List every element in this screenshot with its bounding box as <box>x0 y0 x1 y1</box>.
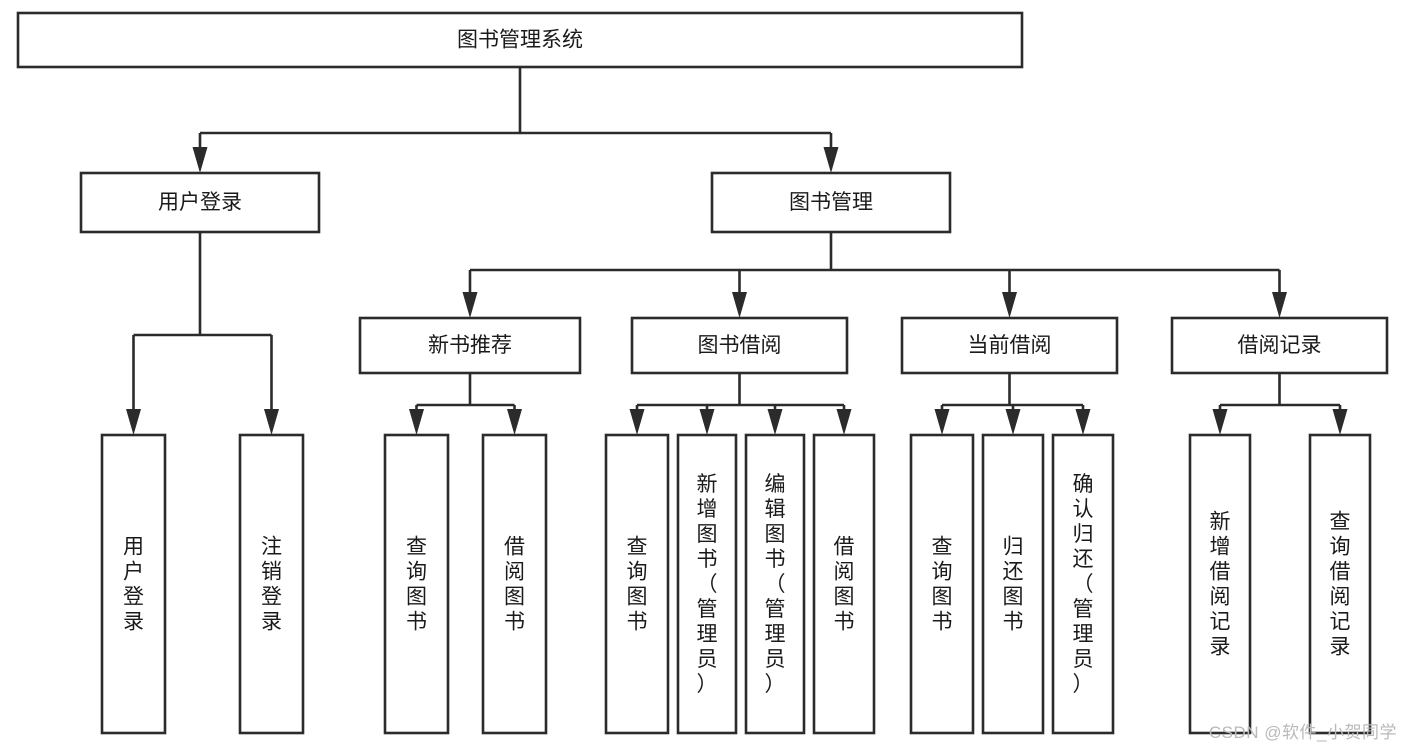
node-box[interactable] <box>604 433 670 735</box>
node-label: 用户登录 <box>123 536 144 634</box>
node-box[interactable] <box>630 316 849 375</box>
node-box[interactable] <box>812 433 876 735</box>
node-box[interactable] <box>79 171 321 234</box>
arrow-head-icon <box>192 147 208 173</box>
connector-group <box>1212 373 1348 435</box>
node-box[interactable] <box>909 433 975 735</box>
node-leaf-query-book-2[interactable]: 查询图书 <box>604 433 670 735</box>
node-label: 用户登录 <box>158 191 242 214</box>
node-root[interactable]: 图书管理系统 <box>16 11 1024 69</box>
node-leaf-user-login[interactable]: 用户登录 <box>100 433 167 735</box>
node-box[interactable] <box>1170 316 1389 375</box>
node-leaf-confirm-return[interactable]: 确认归还（管理员） <box>1051 433 1115 735</box>
node-borrow-record[interactable]: 借阅记录 <box>1170 316 1389 375</box>
arrow-head-icon <box>836 409 852 435</box>
arrow-head-icon <box>1272 292 1287 318</box>
connectors-layer <box>126 67 1348 435</box>
arrow-head-icon <box>823 147 839 173</box>
node-label: 查询借阅记录 <box>1330 511 1351 659</box>
watermark-text: CSDN @软件_小贺同学 <box>1208 723 1397 742</box>
node-label: 查询图书 <box>406 536 427 634</box>
node-current-borrow[interactable]: 当前借阅 <box>900 316 1119 375</box>
arrow-head-icon <box>699 409 715 435</box>
node-box[interactable] <box>238 433 305 735</box>
node-label: 确认归还（管理员） <box>1073 473 1094 696</box>
node-box[interactable] <box>1308 433 1372 735</box>
node-label: 归还图书 <box>1003 536 1024 634</box>
connector-group <box>126 232 279 435</box>
node-label: 图书管理 <box>789 191 873 214</box>
connector-group <box>934 373 1091 435</box>
node-label: 图书管理系统 <box>457 29 583 52</box>
node-label: 查询图书 <box>932 536 953 634</box>
node-book-borrow[interactable]: 图书借阅 <box>630 316 849 375</box>
node-label: 新增借阅记录 <box>1210 511 1231 659</box>
arrow-head-icon <box>1005 409 1021 435</box>
node-new-book-rec[interactable]: 新书推荐 <box>358 316 582 375</box>
node-leaf-add-book[interactable]: 新增图书（管理员） <box>676 433 738 735</box>
connector-group <box>629 373 852 435</box>
node-box[interactable] <box>744 433 806 735</box>
node-box[interactable] <box>676 433 738 735</box>
node-user-login[interactable]: 用户登录 <box>79 171 321 234</box>
node-box[interactable] <box>383 433 450 735</box>
connector-group <box>462 232 1287 318</box>
arrow-head-icon <box>264 409 279 435</box>
node-box[interactable] <box>981 433 1045 735</box>
node-leaf-add-record[interactable]: 新增借阅记录 <box>1188 433 1252 735</box>
node-label: 当前借阅 <box>968 334 1052 357</box>
arrow-head-icon <box>507 409 522 435</box>
node-box[interactable] <box>100 433 167 735</box>
node-box[interactable] <box>16 11 1024 69</box>
node-leaf-query-book-3[interactable]: 查询图书 <box>909 433 975 735</box>
arrow-head-icon <box>409 409 424 435</box>
arrow-head-icon <box>629 409 645 435</box>
arrow-head-icon <box>732 292 747 318</box>
node-label: 图书借阅 <box>698 334 782 357</box>
node-leaf-query-book-1[interactable]: 查询图书 <box>383 433 450 735</box>
nodes-layer: 图书管理系统用户登录图书管理新书推荐图书借阅当前借阅借阅记录用户登录注销登录查询… <box>16 11 1389 735</box>
node-box[interactable] <box>358 316 582 375</box>
node-label: 借阅记录 <box>1238 334 1322 357</box>
node-label: 编辑图书（管理员） <box>765 473 786 696</box>
node-leaf-query-record[interactable]: 查询借阅记录 <box>1308 433 1372 735</box>
node-leaf-borrow-book-2[interactable]: 借阅图书 <box>812 433 876 735</box>
node-book-manage[interactable]: 图书管理 <box>710 171 952 234</box>
node-label: 新增图书（管理员） <box>697 473 718 696</box>
node-box[interactable] <box>710 171 952 234</box>
node-box[interactable] <box>900 316 1119 375</box>
arrow-head-icon <box>1212 409 1228 435</box>
arrow-head-icon <box>934 409 950 435</box>
arrow-head-icon <box>767 409 783 435</box>
node-label: 借阅图书 <box>834 536 855 634</box>
node-leaf-edit-book[interactable]: 编辑图书（管理员） <box>744 433 806 735</box>
arrow-head-icon <box>126 409 141 435</box>
arrow-head-icon <box>462 292 478 318</box>
node-label: 注销登录 <box>261 536 282 634</box>
node-label: 借阅图书 <box>504 536 525 634</box>
node-label: 查询图书 <box>627 536 648 634</box>
arrow-head-icon <box>1002 292 1017 318</box>
arrow-head-icon <box>1075 409 1091 435</box>
node-box[interactable] <box>1051 433 1115 735</box>
connector-group <box>409 373 522 435</box>
node-box[interactable] <box>481 433 548 735</box>
node-leaf-logout[interactable]: 注销登录 <box>238 433 305 735</box>
node-leaf-return-book[interactable]: 归还图书 <box>981 433 1045 735</box>
node-label: 新书推荐 <box>428 334 512 357</box>
connector-group <box>192 67 839 173</box>
node-box[interactable] <box>1188 433 1252 735</box>
arrow-head-icon <box>1332 409 1348 435</box>
node-leaf-borrow-book-1[interactable]: 借阅图书 <box>481 433 548 735</box>
